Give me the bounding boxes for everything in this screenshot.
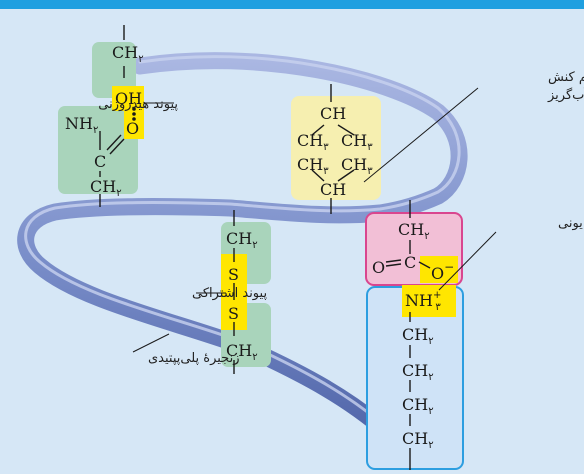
sulfur-1: S: [228, 265, 239, 284]
polypeptide-chain-label: زنجیرهٔ پلی‌پپتیدی: [148, 351, 239, 366]
valine-top-ch3-left: CH۳: [297, 131, 329, 153]
lysine-ch2-4: CH۲: [402, 429, 434, 451]
valine-bottom-ch: CH: [320, 180, 346, 199]
asparagine-c: C: [94, 152, 106, 171]
disulfide-bond-label: پیوند اشتراکی: [192, 286, 267, 301]
valine-top-ch: CH: [320, 104, 346, 123]
nh3-highlight: [402, 285, 456, 317]
aspartate-ch2: CH۲: [398, 220, 430, 242]
top-accent-bar: [0, 0, 584, 9]
lysine-ch2-2: CH۲: [402, 361, 434, 383]
serine-box: [92, 42, 136, 98]
o-minus-highlight: [420, 256, 458, 283]
hydrophobic-label-line2: آب‌گریز: [547, 86, 584, 103]
hydrophobic-label-line1: برهم کنش: [548, 70, 584, 85]
hydrogen-bond-highlight: [124, 111, 144, 139]
valine-bottom-ch3-left: CH۳: [297, 155, 329, 177]
aspartate-o-double: O: [372, 258, 385, 277]
asparagine-nh2: NH۲: [65, 114, 98, 136]
bond-lines: [99, 25, 431, 470]
leader-lines: [132, 87, 497, 353]
lysine-ch2-1: CH۲: [402, 325, 434, 347]
lysine-nh3: NH+۳: [405, 290, 441, 313]
oh-highlight: [112, 86, 144, 111]
sulfur-2: S: [228, 304, 239, 323]
valine-bottom-ch3-right: CH۳: [341, 155, 373, 177]
ionic-bond-label: پیوند یونی: [558, 216, 584, 231]
aspartate-c: C: [404, 253, 416, 272]
hydrogen-bond-dots: [132, 107, 136, 121]
aspartate-o-minus: O−: [431, 260, 454, 283]
serine-ch2: CH۲: [112, 43, 144, 65]
polypeptide-ribbon: [17, 52, 468, 453]
lysine-ch2-3: CH۲: [402, 395, 434, 417]
hydrophobic-box: [291, 96, 381, 200]
cysteine-ch2-top: CH۲: [226, 229, 258, 251]
asparagine-ch2: CH۲: [90, 177, 122, 199]
hydrogen-bond-label: پیوند هیدروژنی: [98, 97, 178, 112]
valine-top-ch3-right: CH۳: [341, 131, 373, 153]
cysteine-ch2-bottom: CH۲: [226, 341, 258, 363]
asparagine-o: O: [126, 119, 139, 138]
serine-oh: OH: [115, 89, 142, 108]
asparagine-box: [58, 106, 138, 194]
